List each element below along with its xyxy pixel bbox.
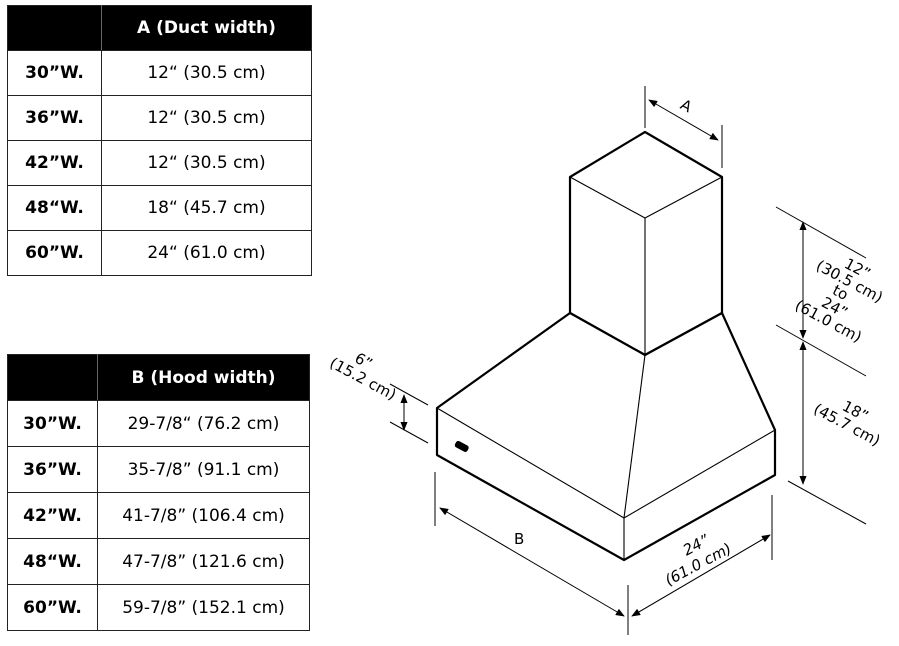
duct-width-value: 12“ (30.5 cm) xyxy=(101,140,312,186)
duct-chimney xyxy=(568,130,724,357)
dimension-vertical xyxy=(775,206,867,525)
dimension-b xyxy=(434,472,629,635)
label-a: A xyxy=(677,95,695,116)
duct-height-label: 12” (30.5 cm) to 24” (61.0 cm) xyxy=(792,254,886,346)
model-label: 36”W. xyxy=(7,446,98,493)
table-row: 36”W. 35-7/8” (91.1 cm) xyxy=(7,446,310,493)
front-height-imperial: 6” xyxy=(352,349,376,373)
duct-width-value: 24“ (61.0 cm) xyxy=(101,230,312,276)
duct-width-table: A (Duct width) 30”W. 12“ (30.5 cm) 36”W.… xyxy=(7,5,312,276)
table-row: 36”W. 12“ (30.5 cm) xyxy=(7,95,312,141)
table-corner-cell xyxy=(7,354,98,401)
model-label: 60”W. xyxy=(7,584,98,631)
table-row: 30”W. 12“ (30.5 cm) xyxy=(7,50,312,96)
hood-width-table: B (Hood width) 30”W. 29-7/8“ (76.2 cm) 3… xyxy=(7,354,310,631)
hood-width-value: 29-7/8“ (76.2 cm) xyxy=(97,400,310,447)
model-label: 30”W. xyxy=(7,50,102,96)
dimension-depth xyxy=(631,495,773,617)
dimension-a xyxy=(644,86,723,168)
table-row: 60”W. 24“ (61.0 cm) xyxy=(7,230,312,276)
duct-width-value: 12“ (30.5 cm) xyxy=(101,95,312,141)
table-row: 42”W. 12“ (30.5 cm) xyxy=(7,140,312,186)
duct-width-value: 12“ (30.5 cm) xyxy=(101,50,312,96)
table-row: 48“W. 47-7/8” (121.6 cm) xyxy=(7,538,310,585)
duct-height-to: to xyxy=(830,281,852,304)
table-corner-cell xyxy=(7,5,102,51)
model-label: 48“W. xyxy=(7,185,102,231)
hood-width-value: 35-7/8” (91.1 cm) xyxy=(97,446,310,493)
model-label: 60”W. xyxy=(7,230,102,276)
duct-width-value: 18“ (45.7 cm) xyxy=(101,185,312,231)
hood-canopy xyxy=(435,311,777,562)
hood-width-value: 47-7/8” (121.6 cm) xyxy=(97,538,310,585)
model-label: 30”W. xyxy=(7,400,98,447)
table-row: 60”W. 59-7/8” (152.1 cm) xyxy=(7,584,310,631)
canopy-height-label: 18” (45.7 cm) xyxy=(811,397,884,450)
dimension-front-height xyxy=(389,383,429,444)
front-height-label: 6” (15.2 cm) xyxy=(327,349,400,404)
hood-width-value: 59-7/8” (152.1 cm) xyxy=(97,584,310,631)
model-label: 42”W. xyxy=(7,492,98,539)
label-b: B xyxy=(514,530,524,548)
table-row: 30”W. 29-7/8“ (76.2 cm) xyxy=(7,400,310,447)
control-panel-icon xyxy=(454,440,469,452)
table-row: 48“W. 18“ (45.7 cm) xyxy=(7,185,312,231)
